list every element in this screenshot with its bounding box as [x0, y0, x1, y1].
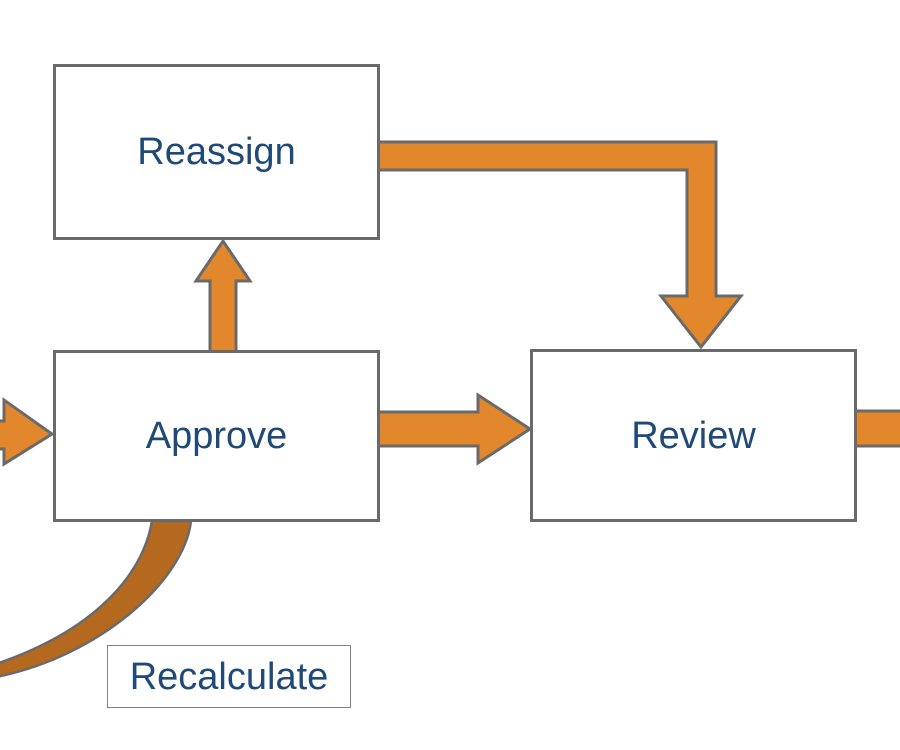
node-reassign: Reassign — [53, 64, 380, 240]
approve-to-review-arrow — [376, 392, 533, 466]
outgoing-stub-right — [853, 409, 900, 448]
node-reassign-label: Reassign — [137, 131, 296, 173]
node-recalculate-label: Recalculate — [129, 655, 329, 698]
node-review: Review — [530, 349, 857, 522]
recalculate-curve-connector — [0, 519, 193, 678]
node-approve-label: Approve — [145, 415, 288, 457]
node-approve: Approve — [53, 350, 380, 522]
reassign-to-review-arrow — [376, 140, 745, 350]
incoming-arrow-left — [0, 397, 55, 467]
node-review-label: Review — [631, 414, 756, 457]
node-recalculate: Recalculate — [107, 645, 351, 708]
approve-to-reassign-arrow — [193, 238, 253, 354]
